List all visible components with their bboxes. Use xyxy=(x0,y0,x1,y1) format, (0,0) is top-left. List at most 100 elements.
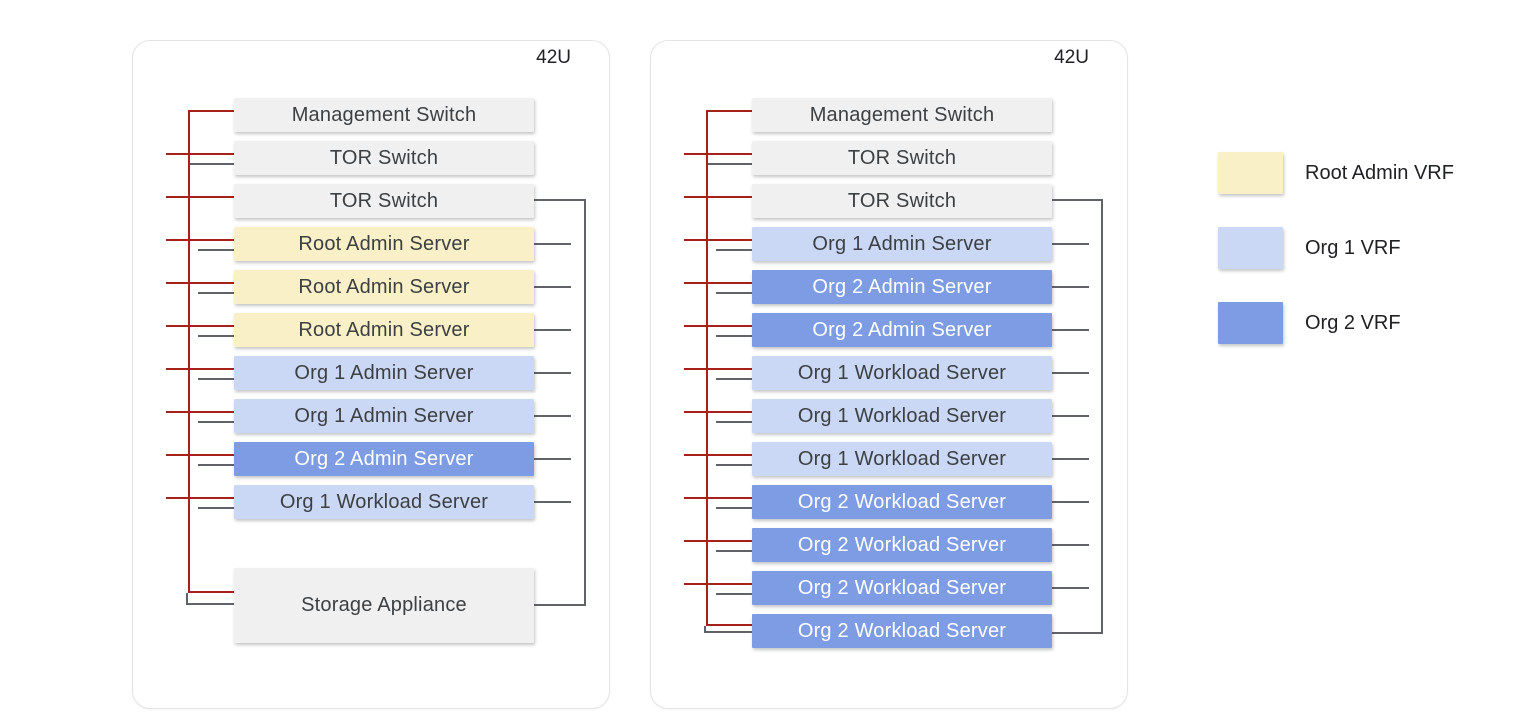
rack-unit-org-2-workload-server: Org 2 Workload Server xyxy=(752,485,1052,519)
data-network-line xyxy=(534,286,571,288)
legend-item-org2: Org 2 VRF xyxy=(1218,302,1401,344)
rack-unit-org-2-workload-server: Org 2 Workload Server xyxy=(752,571,1052,605)
data-network-line xyxy=(1052,199,1103,201)
rack-unit-org-1-admin-server: Org 1 Admin Server xyxy=(752,227,1052,261)
data-network-line xyxy=(716,464,752,466)
data-network-line xyxy=(198,507,234,509)
data-network-line xyxy=(198,335,234,337)
data-network-line xyxy=(716,378,752,380)
rack-unit-org-1-workload-server: Org 1 Workload Server xyxy=(752,356,1052,390)
rack-unit-org-1-workload-server: Org 1 Workload Server xyxy=(752,399,1052,433)
legend-item-org1: Org 1 VRF xyxy=(1218,227,1401,269)
rack-unit-root-admin-server: Root Admin Server xyxy=(234,313,534,347)
management-network-line xyxy=(684,368,752,370)
data-network-line xyxy=(186,593,188,605)
data-network-line xyxy=(1052,243,1089,245)
data-network-line xyxy=(534,501,571,503)
rack-capacity-label: 42U xyxy=(1054,47,1089,68)
data-network-line xyxy=(704,631,752,633)
data-network-line xyxy=(1052,415,1089,417)
management-network-line xyxy=(684,282,752,284)
rack-unit-tor-switch: TOR Switch xyxy=(234,184,534,218)
rack-unit-org-1-admin-server: Org 1 Admin Server xyxy=(234,399,534,433)
management-network-line xyxy=(166,282,234,284)
data-network-line xyxy=(1052,632,1101,634)
legend-swatch-org2 xyxy=(1218,302,1283,344)
management-network-line xyxy=(166,325,234,327)
management-network-line xyxy=(706,110,752,112)
management-network-line xyxy=(684,497,752,499)
data-network-line xyxy=(198,378,234,380)
data-network-line xyxy=(706,163,752,165)
data-network-line xyxy=(716,249,752,251)
management-network-line xyxy=(188,110,190,593)
rack-unit-management-switch: Management Switch xyxy=(752,98,1052,132)
rack-unit-org-2-workload-server: Org 2 Workload Server xyxy=(752,614,1052,648)
management-network-line xyxy=(166,497,234,499)
management-network-line xyxy=(684,196,752,198)
management-network-line xyxy=(166,196,234,198)
data-network-line xyxy=(534,604,584,606)
data-network-line xyxy=(1052,501,1089,503)
data-network-line xyxy=(716,292,752,294)
data-network-line xyxy=(534,372,571,374)
data-network-line xyxy=(198,249,234,251)
data-network-line xyxy=(716,421,752,423)
data-network-line xyxy=(534,458,571,460)
management-network-line xyxy=(166,368,234,370)
data-network-line xyxy=(198,464,234,466)
rack-unit-storage-appliance: Storage Appliance xyxy=(234,568,534,643)
data-network-line xyxy=(188,163,234,165)
management-network-line xyxy=(706,624,752,626)
data-network-line xyxy=(716,550,752,552)
data-network-line xyxy=(198,421,234,423)
data-network-line xyxy=(704,626,706,633)
data-network-line xyxy=(716,507,752,509)
rack-unit-root-admin-server: Root Admin Server xyxy=(234,270,534,304)
data-network-line xyxy=(534,199,586,201)
legend-swatch-org1 xyxy=(1218,227,1283,269)
rack-unit-root-admin-server: Root Admin Server xyxy=(234,227,534,261)
data-network-line xyxy=(1052,544,1089,546)
data-network-line xyxy=(716,593,752,595)
rack-unit-org-2-admin-server: Org 2 Admin Server xyxy=(234,442,534,476)
management-network-line xyxy=(166,454,234,456)
data-network-line xyxy=(1052,458,1089,460)
management-network-line xyxy=(684,583,752,585)
data-network-line xyxy=(716,335,752,337)
rack-unit-org-1-workload-server: Org 1 Workload Server xyxy=(752,442,1052,476)
data-network-line xyxy=(186,603,234,605)
management-network-line xyxy=(188,110,234,112)
rack-unit-org-2-workload-server: Org 2 Workload Server xyxy=(752,528,1052,562)
management-network-line xyxy=(684,239,752,241)
rack-unit-tor-switch: TOR Switch xyxy=(234,141,534,175)
data-network-line xyxy=(534,415,571,417)
legend-item-root: Root Admin VRF xyxy=(1218,152,1454,194)
rack-unit-tor-switch: TOR Switch xyxy=(752,184,1052,218)
data-network-line xyxy=(1052,286,1089,288)
rack-unit-management-switch: Management Switch xyxy=(234,98,534,132)
rack-unit-org-2-admin-server: Org 2 Admin Server xyxy=(752,313,1052,347)
management-network-line xyxy=(684,540,752,542)
management-network-line xyxy=(188,591,234,593)
legend-item-label: Org 2 VRF xyxy=(1305,311,1401,334)
management-network-line xyxy=(684,153,752,155)
data-network-line xyxy=(534,243,571,245)
data-network-line xyxy=(584,199,586,606)
rack-unit-tor-switch: TOR Switch xyxy=(752,141,1052,175)
management-network-line xyxy=(166,153,234,155)
legend-item-label: Root Admin VRF xyxy=(1305,161,1454,184)
legend-swatch-root xyxy=(1218,152,1283,194)
rack-capacity-label: 42U xyxy=(536,47,571,68)
legend-item-label: Org 1 VRF xyxy=(1305,236,1401,259)
rack-unit-org-1-admin-server: Org 1 Admin Server xyxy=(234,356,534,390)
data-network-line xyxy=(1052,372,1089,374)
data-network-line xyxy=(1052,329,1089,331)
management-network-line xyxy=(166,411,234,413)
management-network-line xyxy=(684,325,752,327)
data-network-line xyxy=(1101,199,1103,634)
rack-unit-org-2-admin-server: Org 2 Admin Server xyxy=(752,270,1052,304)
data-network-line xyxy=(198,292,234,294)
